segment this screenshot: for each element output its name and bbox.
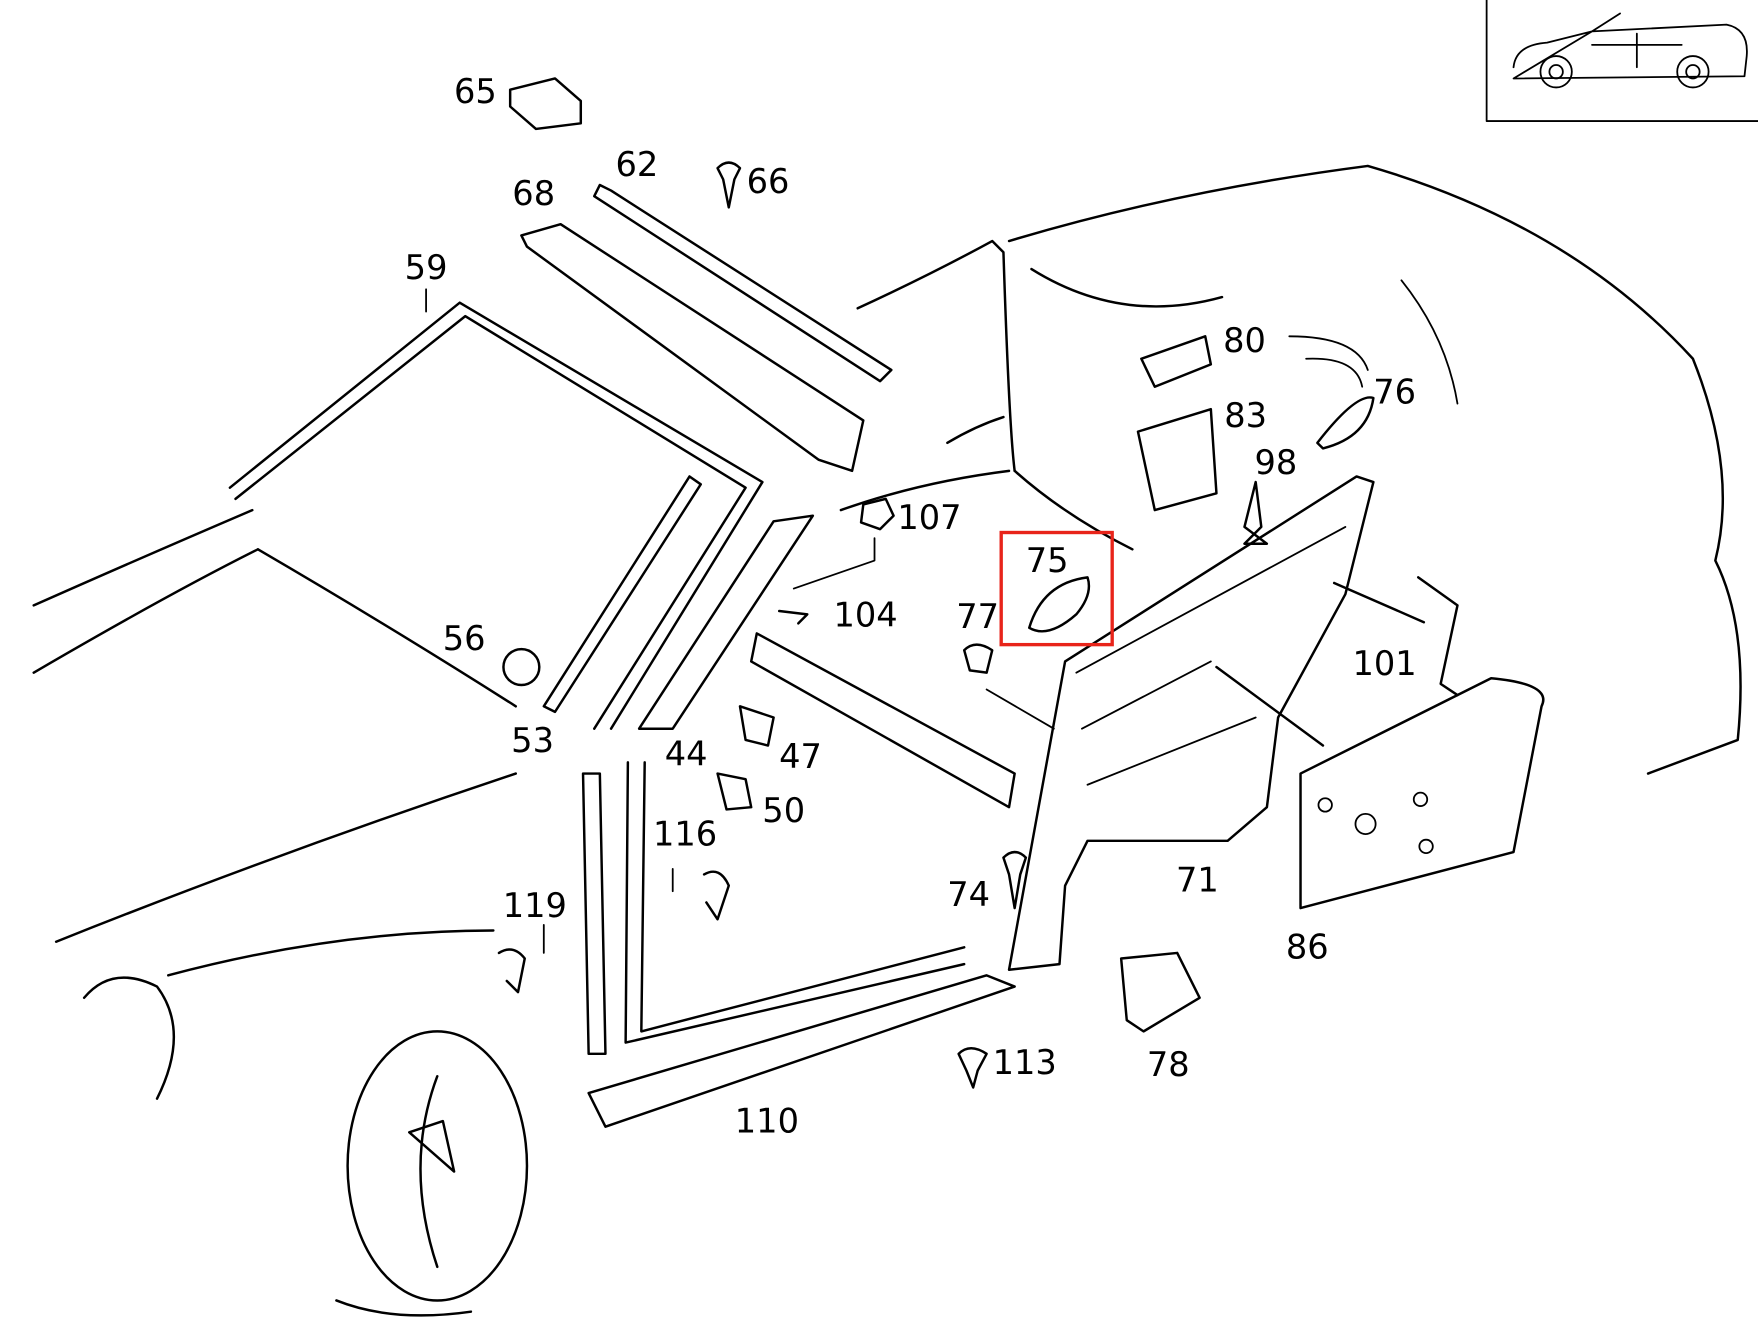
part-label-68[interactable]: 68 [512, 174, 555, 213]
part-label-104[interactable]: 104 [833, 596, 897, 635]
part-label-110[interactable]: 110 [735, 1101, 799, 1140]
part-label-80[interactable]: 80 [1223, 321, 1266, 360]
part-label-101[interactable]: 101 [1353, 644, 1417, 683]
highlight-box-part-75 [999, 530, 1114, 647]
part-label-74[interactable]: 74 [947, 875, 990, 914]
part-label-44[interactable]: 44 [665, 735, 708, 774]
part-label-98[interactable]: 98 [1254, 443, 1297, 482]
part-label-75[interactable]: 75 [1026, 541, 1069, 580]
part-label-62[interactable]: 62 [615, 145, 658, 184]
part-label-53[interactable]: 53 [511, 721, 554, 760]
door-seals [581, 475, 1545, 1128]
part-label-59[interactable]: 59 [405, 248, 448, 287]
part-label-107[interactable]: 107 [897, 498, 961, 537]
part-75-shape [1027, 576, 1091, 633]
windshield-frame [228, 77, 1016, 809]
part-label-66[interactable]: 66 [747, 162, 790, 201]
part-label-56[interactable]: 56 [443, 619, 486, 658]
part-label-71[interactable]: 71 [1176, 860, 1219, 899]
part-label-113[interactable]: 113 [993, 1043, 1057, 1082]
part-label-119[interactable]: 119 [503, 886, 567, 925]
part-label-78[interactable]: 78 [1147, 1045, 1190, 1084]
part-label-50[interactable]: 50 [762, 791, 805, 830]
part-label-86[interactable]: 86 [1286, 928, 1329, 967]
car-thumbnail-inset [1485, 0, 1758, 122]
part-label-83[interactable]: 83 [1224, 396, 1267, 435]
part-label-116[interactable]: 116 [653, 814, 717, 853]
small-parts [425, 288, 1375, 1089]
car-body-outline [32, 164, 1742, 1317]
part-label-47[interactable]: 47 [779, 737, 822, 776]
part-label-65[interactable]: 65 [454, 72, 497, 111]
part-label-77[interactable]: 77 [956, 597, 999, 636]
part-label-76[interactable]: 76 [1373, 373, 1416, 412]
part-labels: 65 62 66 68 59 80 76 83 98 107 75 104 77 56 101 53 44 47 5… [405, 72, 1417, 1140]
